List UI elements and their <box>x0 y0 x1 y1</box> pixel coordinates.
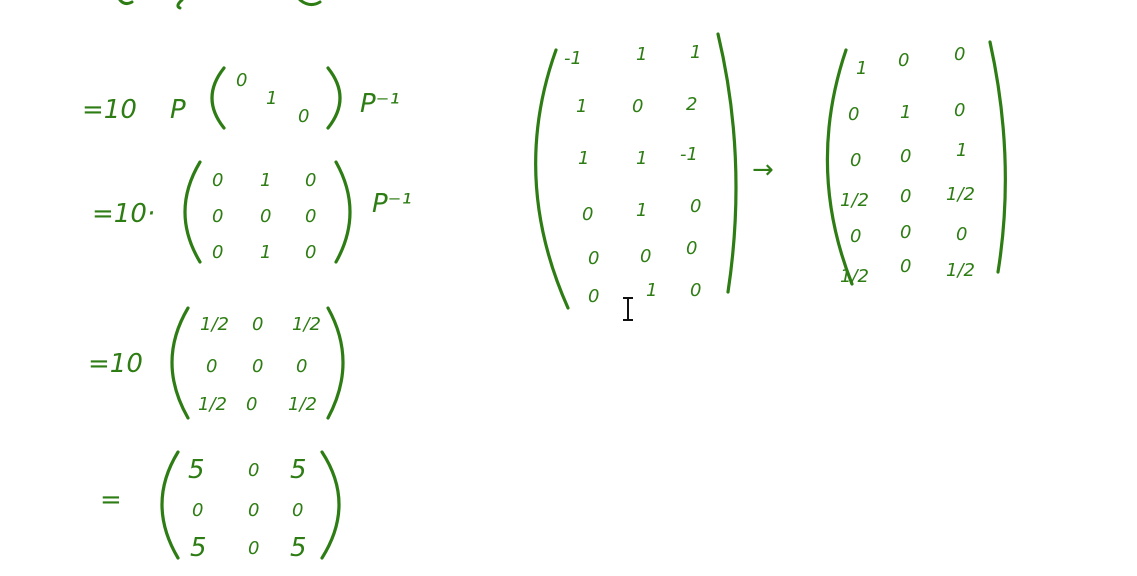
step-3-prefix: =10 <box>88 349 143 379</box>
step-3-cell: 1/2 <box>200 314 229 335</box>
augmented-right-paren <box>716 32 738 294</box>
augmented-left-paren <box>534 48 570 310</box>
step-2-suffix: P⁻¹ <box>372 189 412 219</box>
reduced-cell: 0 <box>956 224 967 245</box>
step-1-suffix: P⁻¹ <box>360 89 400 119</box>
augmented-cell: -1 <box>564 48 582 69</box>
augmented-cell: 0 <box>690 280 701 301</box>
step-1-left-paren <box>210 66 226 130</box>
augmented-cell: 0 <box>588 248 599 269</box>
reduced-cell: 1/2 <box>946 184 975 205</box>
augmented-cell: 2 <box>686 94 697 115</box>
step-4-left-paren <box>160 450 180 560</box>
reduced-cell: 0 <box>954 100 965 121</box>
step-4-cell: 0 <box>192 500 203 521</box>
cutoff-previous-line <box>118 0 322 10</box>
step-2-left-paren <box>183 160 202 264</box>
step-3: =10 1/2 0 1/2 0 0 0 1/2 0 1/2 <box>88 306 345 420</box>
step-2-cell: 0 <box>212 206 223 227</box>
augmented-matrix: -1 1 1 1 0 2 1 1 -1 0 1 0 0 0 0 0 1 0 <box>534 32 738 310</box>
reduced-cell: 0 <box>954 44 965 65</box>
augmented-cell: 0 <box>690 196 701 217</box>
reduced-left-paren <box>825 48 854 286</box>
augmented-cell: 1 <box>636 148 647 169</box>
step-1-operator: P <box>170 95 186 125</box>
augmented-cell: 1 <box>690 42 701 63</box>
step-4-cell: 0 <box>248 460 259 481</box>
step-1: =10 P 0 1 0 P⁻¹ <box>82 66 400 130</box>
augmented-cell: 1 <box>646 280 657 301</box>
step-1-inner-a: 0 <box>236 70 247 91</box>
step-3-cell: 0 <box>296 356 307 377</box>
step-3-cell: 0 <box>252 314 263 335</box>
step-3-cell: 1/2 <box>292 314 321 335</box>
augmented-cell: 1 <box>636 200 647 221</box>
step-2-cell: 0 <box>305 170 316 191</box>
augmented-cell: 1 <box>636 44 647 65</box>
reduced-cell: 1 <box>856 58 867 79</box>
step-2-right-paren <box>334 160 352 264</box>
step-2-cell: 0 <box>212 170 223 191</box>
augmented-cell: 0 <box>632 96 643 117</box>
step-4-prefix: = <box>100 485 122 515</box>
step-2-prefix: =10· <box>92 199 155 229</box>
step-2-cell: 0 <box>260 206 271 227</box>
reduced-matrix: 1 0 0 0 1 0 0 0 1 1/2 0 1/2 0 0 0 1/2 0 … <box>825 40 1007 287</box>
reduced-cell: 0 <box>850 150 861 171</box>
reduced-cell: 1 <box>900 102 911 123</box>
step-4-cell: 0 <box>248 538 259 559</box>
reduced-cell: 0 <box>848 104 859 125</box>
step-4-cell: 5 <box>290 455 307 485</box>
step-2: =10· 0 1 0 0 0 0 0 1 0 P⁻¹ <box>92 160 412 264</box>
reduced-cell: 1/2 <box>946 260 975 281</box>
step-1-inner-b: 1 <box>266 88 277 109</box>
step-4: = 5 0 5 0 0 0 5 0 5 <box>100 450 341 563</box>
step-3-right-paren <box>326 306 345 420</box>
reduced-cell: 0 <box>898 50 909 71</box>
augmented-cell: -1 <box>680 144 698 165</box>
reduced-cell: 0 <box>900 222 911 243</box>
arrow-icon: → <box>752 155 774 185</box>
reduced-cell: 1 <box>956 140 967 161</box>
augmented-cell: 0 <box>686 238 697 259</box>
step-2-cell: 0 <box>305 206 316 227</box>
reduced-cell: 0 <box>900 256 911 277</box>
step-1-prefix: =10 <box>82 95 137 125</box>
step-2-cell: 0 <box>305 242 316 263</box>
step-1-right-paren <box>326 66 342 130</box>
reduced-cell: 0 <box>900 146 911 167</box>
reduced-right-paren <box>988 40 1007 274</box>
step-4-cell: 5 <box>188 455 205 485</box>
step-2-cell: 0 <box>212 242 223 263</box>
step-4-cell: 5 <box>290 533 307 563</box>
step-4-cell: 0 <box>292 500 303 521</box>
step-4-right-paren <box>320 450 341 560</box>
text-ibeam-cursor-icon <box>623 297 633 321</box>
augmented-cell: 0 <box>588 286 599 307</box>
step-3-cell: 0 <box>252 356 263 377</box>
augmented-cell: 1 <box>576 96 587 117</box>
step-3-cell: 0 <box>206 356 217 377</box>
step-3-cell: 1/2 <box>198 394 227 415</box>
augmented-cell: 0 <box>582 204 593 225</box>
step-3-cell: 1/2 <box>288 394 317 415</box>
reduced-cell: 0 <box>850 226 861 247</box>
step-2-cell: 1 <box>260 242 271 263</box>
step-3-cell: 0 <box>246 394 257 415</box>
reduced-cell: 1/2 <box>840 190 869 211</box>
step-3-left-paren <box>170 306 190 420</box>
step-1-inner-c: 0 <box>298 106 309 127</box>
augmented-cell: 0 <box>640 246 651 267</box>
augmented-cell: 1 <box>578 148 589 169</box>
step-4-cell: 0 <box>248 500 259 521</box>
reduced-cell: 1/2 <box>840 266 869 287</box>
reduced-cell: 0 <box>900 186 911 207</box>
step-4-cell: 5 <box>190 533 207 563</box>
step-2-cell: 1 <box>260 170 271 191</box>
